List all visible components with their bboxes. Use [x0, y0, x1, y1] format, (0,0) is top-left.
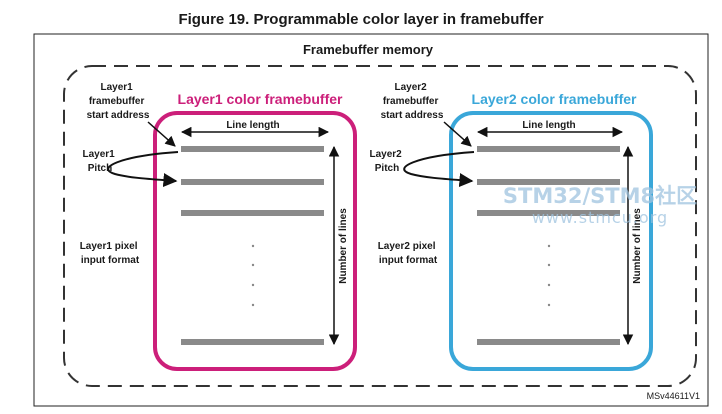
- layer1-pixel-format-label: Layer1 pixel input format: [80, 241, 141, 266]
- layer1-framebuffer-box: [153, 111, 357, 371]
- figure-frame: [33, 33, 709, 407]
- layer2-number-of-lines-label: Number of lines: [632, 208, 643, 284]
- memory-title: Framebuffer memory: [303, 42, 434, 57]
- layer2-group: Layer2 color framebuffer Layer2 framebuf…: [369, 82, 653, 371]
- layer1-title: Layer1 color framebuffer: [178, 91, 343, 107]
- framebuffer-memory-region: [63, 65, 697, 387]
- layer1-line-1: [181, 146, 324, 152]
- layer2-pixel-format-label: Layer2 pixel input format: [378, 241, 439, 266]
- watermark-line1: STM32/STM8社区: [503, 184, 697, 208]
- layer2-line-2: [477, 179, 620, 185]
- layer2-line-length-label: Line length: [522, 120, 575, 131]
- layer2-pitch-label: Layer2 Pitch: [369, 149, 404, 174]
- layer1-start-address-arrow: [147, 121, 176, 147]
- layer1-number-of-lines-label: Number of lines: [338, 208, 349, 284]
- layer2-line-1: [477, 146, 620, 152]
- layer1-line-2: [181, 179, 324, 185]
- layer1-group: Layer1 color framebuffer Layer1 framebuf…: [80, 82, 357, 371]
- layer2-start-address-label: Layer2 framebuffer start address: [381, 82, 444, 121]
- figure-title: Figure 19. Programmable color layer in f…: [178, 11, 543, 28]
- figure-id: MSv44611V1: [647, 391, 700, 401]
- layer2-framebuffer-box: [449, 111, 653, 371]
- layer2-pitch-arrow: [403, 151, 475, 188]
- layer1-start-address-label: Layer1 framebuffer start address: [87, 82, 150, 121]
- layer1-line-3: [181, 210, 324, 216]
- layer1-pitch-label: Layer1 Pitch: [82, 149, 117, 174]
- layer2-ellipsis: [547, 244, 551, 307]
- layer2-line-last: [477, 339, 620, 345]
- watermark-line2: www.stmcu.org: [532, 208, 668, 227]
- layer1-line-last: [181, 339, 324, 345]
- layer2-title: Layer2 color framebuffer: [472, 91, 637, 107]
- layer1-ellipsis: [251, 244, 255, 307]
- layer1-pitch-arrow: [107, 151, 179, 188]
- layer1-line-length-label: Line length: [226, 120, 279, 131]
- layer2-line-3: [477, 210, 620, 216]
- layer2-start-address-arrow: [443, 121, 472, 147]
